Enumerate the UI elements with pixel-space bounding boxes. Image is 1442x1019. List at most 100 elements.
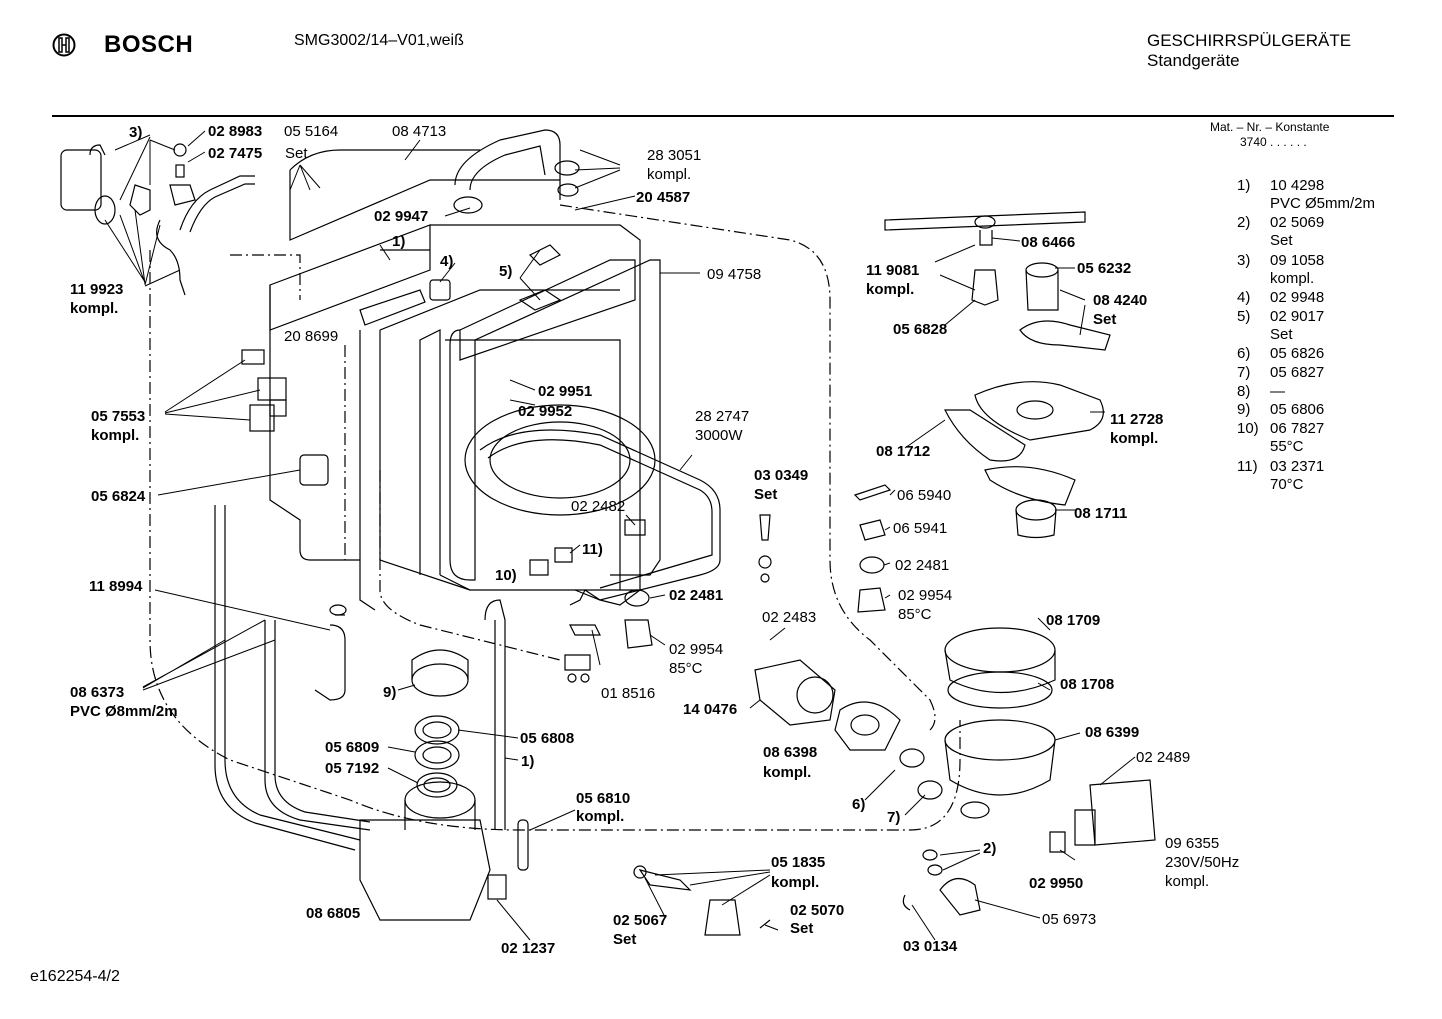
kompl-label: kompl. — [771, 874, 820, 891]
part-022481: 02 2481 — [895, 557, 950, 574]
set-label: Set — [754, 486, 778, 503]
kompl-label: kompl. — [576, 808, 625, 825]
part-029950: 02 9950 — [1029, 875, 1084, 892]
model-number: SMG3002/14–V01,weiß — [294, 32, 464, 49]
legend-value: 06 7827 — [1270, 420, 1325, 437]
kompl-label: kompl. — [1165, 873, 1210, 890]
legend-value: 09 1058 — [1270, 252, 1325, 269]
kompl-label: kompl. — [647, 166, 692, 183]
part-022489: 02 2489 — [1136, 749, 1191, 766]
part-282747: 28 2747 — [695, 408, 750, 425]
header-rule — [52, 115, 1394, 117]
part-030134: 03 0134 — [903, 938, 958, 955]
part-086398: 08 6398 — [763, 744, 818, 761]
part-119081: 11 9081 — [866, 262, 920, 279]
set-label: Set — [285, 145, 308, 162]
part-022482: 02 2482 — [571, 498, 626, 515]
part-081708: 08 1708 — [1060, 676, 1115, 693]
part-057192: 05 7192 — [325, 760, 380, 777]
callout-11: 11) — [582, 541, 603, 558]
legend-num: 9) — [1237, 401, 1251, 418]
part-086466: 08 6466 — [1021, 234, 1076, 251]
part-029952: 02 9952 — [518, 403, 573, 420]
part-022481: 02 2481 — [669, 587, 724, 604]
part-086373: 08 6373 — [70, 684, 125, 701]
callout-3: 3) — [129, 124, 143, 141]
callout-7: 7) — [887, 809, 901, 826]
callout-2: 2) — [983, 840, 997, 857]
set-label: Set — [613, 931, 637, 948]
callout-10: 10) — [495, 567, 517, 584]
pvc-hose-label: PVC Ø8mm/2m — [70, 703, 178, 720]
legend-value: 02 9948 — [1270, 289, 1325, 306]
part-086805: 08 6805 — [306, 905, 361, 922]
callout-5: 5) — [499, 263, 513, 280]
legend-value: 02 9017 — [1270, 308, 1325, 325]
part-081709: 08 1709 — [1046, 612, 1101, 629]
set-label: Set — [790, 920, 814, 937]
part-029954: 02 9954 — [898, 587, 953, 604]
part-283051: 28 3051 — [647, 147, 702, 164]
temp-label: 85°C — [898, 606, 932, 623]
set-label: Set — [1093, 311, 1117, 328]
callout-9: 9) — [383, 684, 397, 701]
kompl-label: kompl. — [1110, 430, 1159, 447]
legend-num: 8) — [1237, 383, 1251, 400]
legend-num: 7) — [1237, 364, 1251, 381]
callout-4: 4) — [440, 253, 454, 270]
part-056973: 05 6973 — [1042, 911, 1097, 928]
part-021237: 02 1237 — [501, 940, 556, 957]
constant-value: 3740 . . . . . . — [1240, 135, 1307, 149]
voltage-label: 230V/50Hz — [1165, 854, 1240, 871]
part-094758: 09 4758 — [707, 266, 762, 283]
kompl-label: kompl. — [866, 281, 915, 298]
callout-1b: 1) — [521, 753, 535, 770]
part-022483: 02 2483 — [762, 609, 817, 626]
part-084713: 08 4713 — [392, 123, 447, 140]
brand-name: BOSCH — [104, 31, 194, 58]
legend-num: 4) — [1237, 289, 1251, 306]
legend-value: 10 4298 — [1270, 177, 1325, 194]
part-112728: 11 2728 — [1110, 411, 1164, 428]
part-028983: 02 8983 — [208, 123, 263, 140]
legend-value: PVC Ø5mm/2m — [1270, 195, 1376, 212]
part-084240: 08 4240 — [1093, 292, 1148, 309]
bosch-logo-icon — [52, 33, 76, 62]
legend-value: 02 5069 — [1270, 214, 1325, 231]
callout-6: 6) — [852, 796, 866, 813]
legend-value: 70°C — [1270, 476, 1304, 493]
legend-value: Set — [1270, 232, 1293, 249]
part-057553: 05 7553 — [91, 408, 146, 425]
legend-value: — — [1270, 383, 1285, 400]
wattage-label: 3000W — [695, 427, 743, 444]
part-029947: 02 9947 — [374, 208, 429, 225]
part-096355: 09 6355 — [1165, 835, 1220, 852]
part-081712: 08 1712 — [876, 443, 931, 460]
legend-value: 03 2371 — [1270, 458, 1325, 475]
part-056808: 05 6808 — [520, 730, 575, 747]
callout-1a: 1) — [392, 233, 406, 250]
document-id: e162254-4/2 — [30, 968, 120, 985]
part-025070: 02 5070 — [790, 902, 845, 919]
part-056824: 05 6824 — [91, 488, 146, 505]
part-086399: 08 6399 — [1085, 724, 1140, 741]
part-027475: 02 7475 — [208, 145, 263, 162]
part-029954: 02 9954 — [669, 641, 724, 658]
kompl-label: kompl. — [70, 300, 119, 317]
kompl-label: kompl. — [91, 427, 140, 444]
constant-title: Mat. – Nr. – Konstante — [1210, 120, 1330, 134]
legend-num: 1) — [1237, 177, 1251, 194]
kompl-label: kompl. — [763, 764, 812, 781]
part-119923: 11 9923 — [70, 281, 124, 298]
legend-value: 05 6827 — [1270, 364, 1325, 381]
legend-value: 05 6826 — [1270, 345, 1325, 362]
part-030349: 03 0349 — [754, 467, 809, 484]
part-065940: 06 5940 — [897, 487, 952, 504]
part-065941: 06 5941 — [893, 520, 948, 537]
legend-num: 5) — [1237, 308, 1251, 325]
part-056810: 05 6810 — [576, 790, 631, 807]
part-118994: 11 8994 — [89, 578, 143, 595]
legend-value: kompl. — [1270, 270, 1315, 287]
part-029951: 02 9951 — [538, 383, 593, 400]
